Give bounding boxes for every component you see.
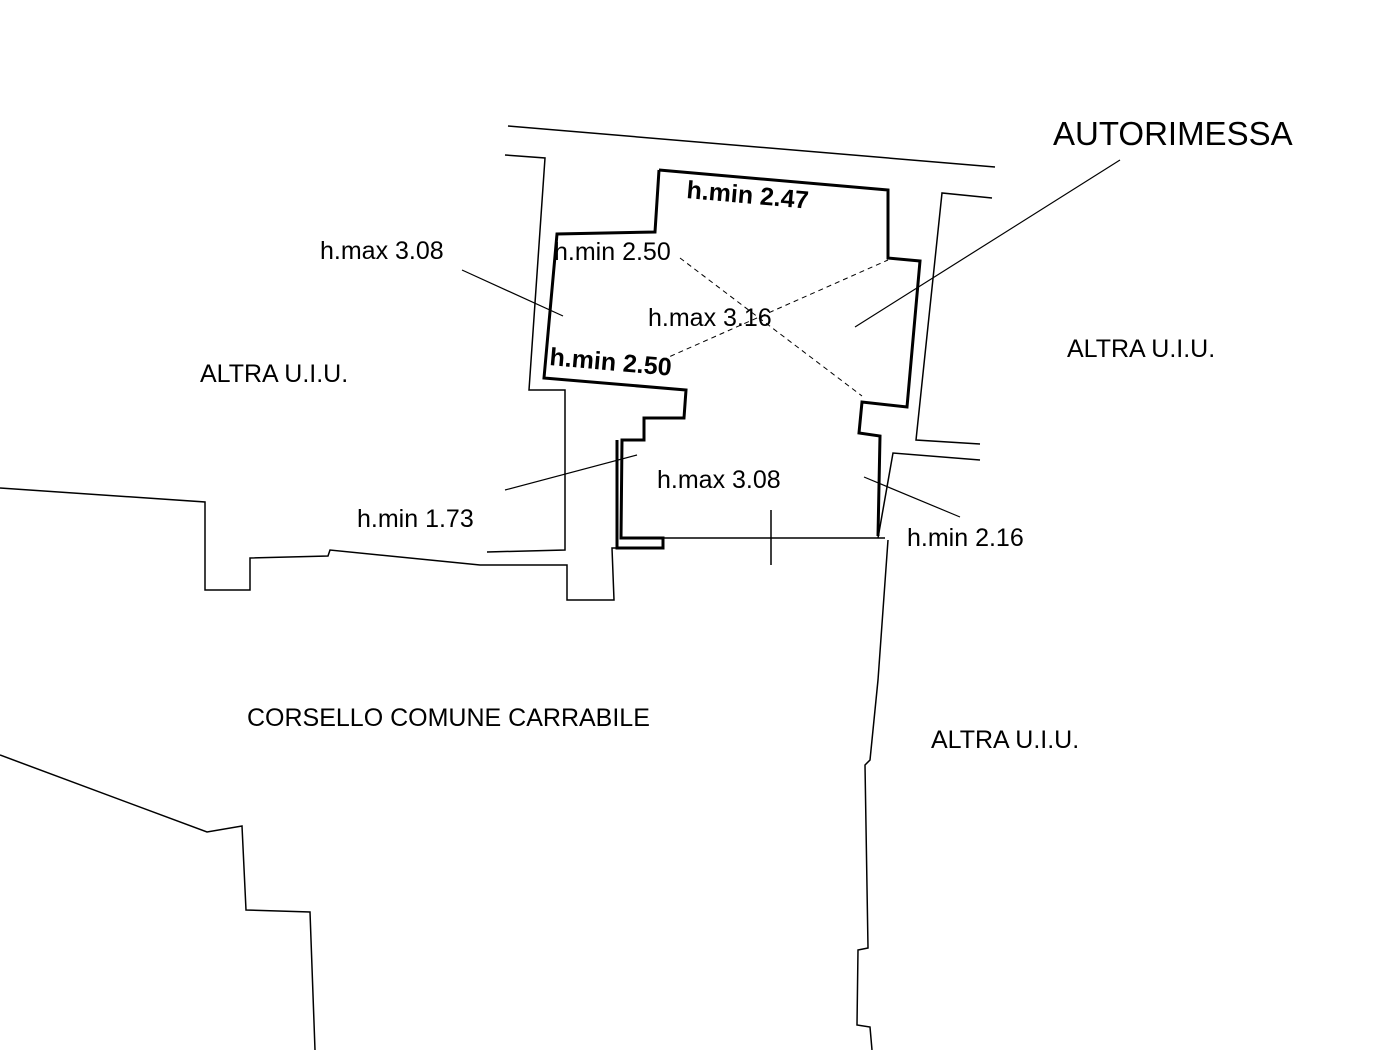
- hmax-lower-label: h.max 3.08: [657, 466, 781, 494]
- left-neighbour-outline: [0, 487, 663, 601]
- hmax-left-label: h.max 3.08: [320, 237, 444, 265]
- hmin-216-leader: [863, 476, 961, 518]
- right-outer-wall: [915, 192, 993, 445]
- hmax-left-leader: [461, 269, 564, 317]
- surrounding-outlines: [0, 125, 996, 1050]
- area-bottom-right-label: ALTRA U.I.U.: [931, 726, 1079, 754]
- unit-title: AUTORIMESSA: [1053, 115, 1293, 152]
- corridor-label: CORSELLO COMUNE CARRABILE: [247, 704, 650, 732]
- corridor-left-edge: [0, 754, 316, 1050]
- leader-lines: [461, 159, 1121, 518]
- hmin-step-right-label: h.min 2.16: [907, 524, 1024, 552]
- garage-outline: [542, 168, 922, 550]
- diagonal-down: [679, 257, 863, 397]
- top-boundary-line: [507, 125, 996, 168]
- hmin-173-leader: [504, 454, 638, 491]
- labels: AUTORIMESSA h.min 2.47 h.min 2.50 h.max …: [200, 115, 1293, 754]
- area-right-label: ALTRA U.I.U.: [1067, 335, 1215, 363]
- garage-left-wall: [542, 169, 688, 550]
- hmax-center-label: h.max 3.16: [648, 304, 772, 332]
- hmin-lower-left-label: h.min 2.50: [548, 343, 672, 382]
- title-leader: [854, 159, 1121, 328]
- hmin-upper-left-label: h.min 2.50: [554, 238, 671, 266]
- roof-diagonals: [661, 257, 889, 397]
- left-outer-wall: [486, 154, 566, 553]
- area-left-label: ALTRA U.I.U.: [200, 360, 348, 388]
- garage-upper-room-wall: [658, 168, 922, 537]
- right-lower-wall: [877, 452, 981, 539]
- corridor-right-edge: [856, 539, 889, 1050]
- hmin-step-left-label: h.min 1.73: [357, 505, 474, 533]
